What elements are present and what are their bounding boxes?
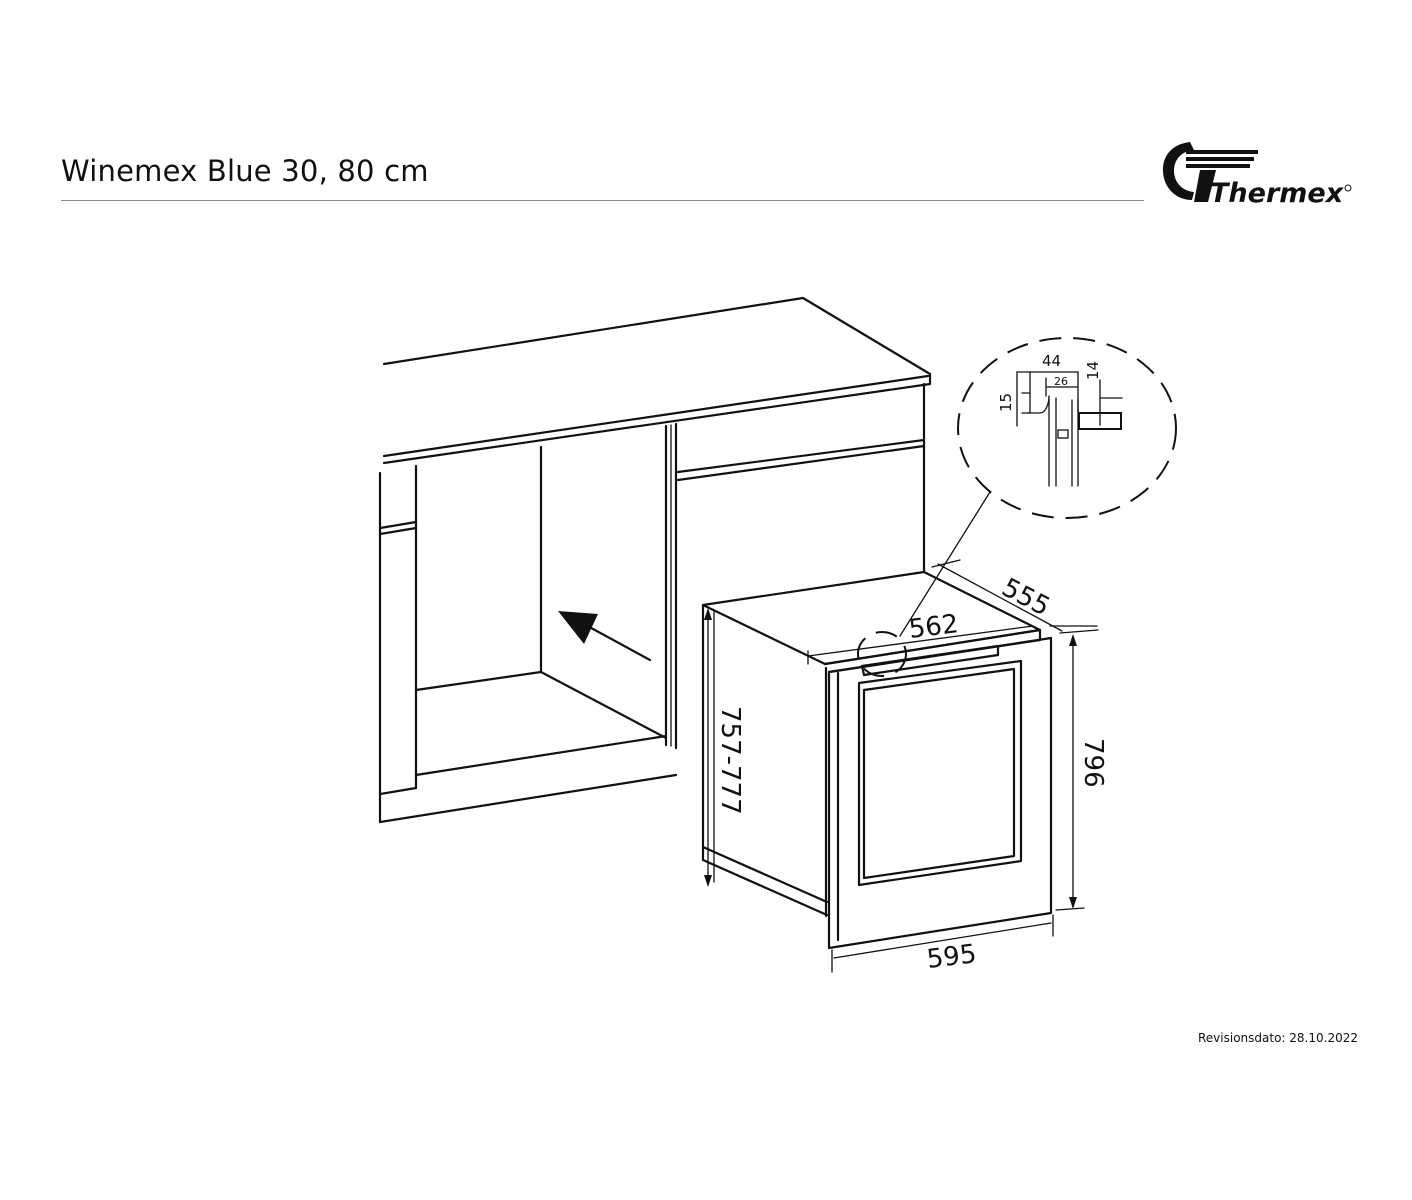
- dim-width: 595: [925, 939, 978, 975]
- dim-top-width: 562: [907, 609, 960, 645]
- detail-dim-44: 44: [1042, 352, 1061, 370]
- detail-dim-15: 15: [997, 393, 1015, 412]
- title-divider: [61, 200, 1144, 201]
- dimension-lines: [704, 559, 1099, 973]
- wine-cooler: [701, 491, 1053, 950]
- revision-date: Revisionsdato: 28.10.2022: [1198, 1031, 1358, 1045]
- kitchen-cabinet: [378, 296, 932, 824]
- mounting-detail-callout: 44 26 14 15: [957, 337, 1177, 519]
- dim-depth: 555: [997, 573, 1055, 623]
- insert-direction-arrow: [558, 611, 598, 644]
- logo-wordmark: Thermex: [1210, 178, 1345, 206]
- thermex-logo: Thermex: [1162, 142, 1352, 206]
- detail-dim-26: 26: [1054, 375, 1068, 388]
- dim-niche-height: 757-777: [715, 706, 745, 815]
- dimension-labels: 555 562 757-777 796 595: [715, 573, 1108, 975]
- dim-height: 796: [1078, 738, 1108, 788]
- page-title: Winemex Blue 30, 80 cm: [61, 154, 429, 188]
- detail-dim-14: 14: [1084, 361, 1102, 380]
